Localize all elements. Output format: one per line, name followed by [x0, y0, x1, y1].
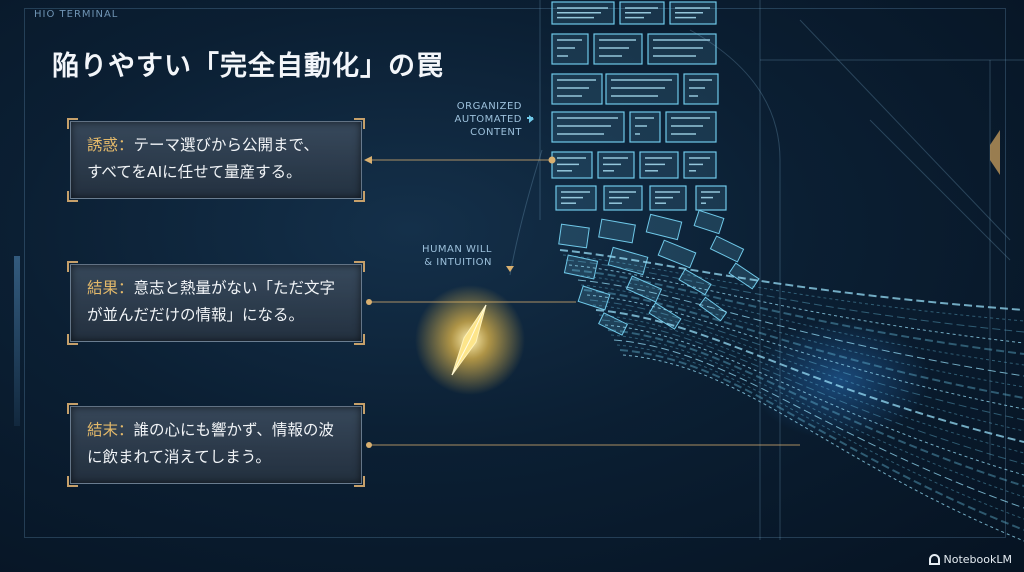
corner-bracket	[67, 118, 78, 129]
data-wave	[586, 294, 1024, 410]
notebooklm-icon	[928, 554, 940, 565]
data-wave	[613, 339, 1024, 509]
label-line: & INTUITION	[424, 257, 492, 268]
scattered-block	[598, 218, 636, 244]
card-text: すべてをAIに任せて量産する。	[87, 163, 302, 181]
card-line: 結末：誰の心にも響かず、情報の波	[87, 417, 345, 444]
content-block	[551, 73, 603, 105]
card-temptation: 誘惑：テーマ選びから公開まで、 すべてをAIに任せて量産する。	[67, 118, 365, 202]
card-line: 結果：意志と熱量がない「ただ文字	[87, 275, 345, 302]
label-line: AUTOMATED	[454, 114, 522, 125]
human-will-label: HUMAN WILL & INTUITION	[408, 243, 492, 269]
label-line: ORGANIZED	[456, 101, 522, 112]
data-wave	[583, 289, 1024, 399]
page-title: 陥りやすい「完全自動化」の罠	[52, 51, 444, 82]
corner-bracket	[354, 403, 365, 414]
data-wave	[574, 274, 1024, 366]
notebooklm-logo: NotebookLM	[928, 553, 1012, 566]
card-label: 結末：	[87, 421, 134, 439]
data-wave	[559, 249, 1024, 311]
corner-bracket	[67, 191, 78, 202]
scattered-block	[693, 209, 725, 235]
data-wave	[562, 254, 1024, 322]
card-line: 誘惑：テーマ選びから公開まで、	[87, 132, 345, 159]
card-text: 誰の心にも響かず、情報の波	[133, 421, 334, 439]
data-wave	[571, 269, 1024, 355]
card-outcome: 結末：誰の心にも響かず、情報の波 に飲まれて消えてしまう。	[67, 403, 365, 487]
card-result: 結果：意志と熱量がない「ただ文字 が並んだだけの情報」になる。	[67, 261, 365, 345]
logo-text: NotebookLM	[943, 553, 1012, 566]
corner-bracket	[67, 334, 78, 345]
data-wave	[577, 279, 1024, 377]
scattered-block	[558, 223, 590, 249]
corner-bracket	[67, 261, 78, 272]
data-wave	[592, 304, 1024, 432]
scattered-block	[698, 296, 728, 322]
corner-bracket	[67, 403, 78, 414]
scattered-block	[648, 302, 682, 330]
label-line: CONTENT	[470, 127, 522, 138]
card-label: 誘惑：	[87, 136, 134, 154]
content-block	[551, 33, 589, 65]
corner-bracket	[67, 476, 78, 487]
content-block	[593, 33, 643, 65]
scattered-block	[728, 262, 760, 290]
scattered-block	[709, 235, 745, 263]
card-label: 結果：	[87, 279, 134, 297]
data-wave	[565, 259, 1024, 333]
data-wave	[622, 354, 1024, 542]
corner-bracket	[354, 334, 365, 345]
corner-bracket	[354, 191, 365, 202]
content-block	[629, 111, 661, 143]
brand-label: HIO TERMINAL	[34, 9, 119, 20]
card-text: が並んだだけの情報」になる。	[87, 306, 305, 324]
left-edge-bar	[14, 256, 20, 426]
content-block	[647, 33, 717, 65]
card-text: に飲まれて消えてしまう。	[87, 448, 271, 466]
scattered-block	[607, 246, 649, 276]
scattered-block	[625, 275, 663, 303]
card-text: テーマ選びから公開まで、	[133, 136, 319, 154]
data-wave	[616, 344, 1024, 520]
scattered-block	[598, 312, 628, 336]
content-block	[605, 73, 679, 105]
label-line: HUMAN WILL	[422, 244, 492, 255]
scattered-block	[645, 213, 683, 241]
organized-content-label: ORGANIZED AUTOMATED CONTENT	[438, 100, 522, 139]
card-text: 意志と熱量がない「ただ文字	[133, 279, 336, 297]
corner-bracket	[354, 261, 365, 272]
data-wave	[610, 334, 1024, 498]
data-wave	[589, 299, 1024, 421]
content-block	[683, 73, 719, 105]
corner-bracket	[354, 476, 365, 487]
content-block	[665, 111, 717, 143]
corner-bracket	[354, 118, 365, 129]
data-wave	[607, 329, 1024, 487]
scattered-block	[577, 285, 611, 311]
data-wave	[568, 264, 1024, 344]
scattered-block	[678, 268, 712, 296]
data-wave	[580, 284, 1024, 388]
scattered-block	[657, 239, 697, 269]
data-wave	[619, 349, 1024, 531]
slide-frame	[24, 8, 1006, 538]
scattered-block	[563, 254, 599, 280]
content-block	[551, 111, 625, 143]
